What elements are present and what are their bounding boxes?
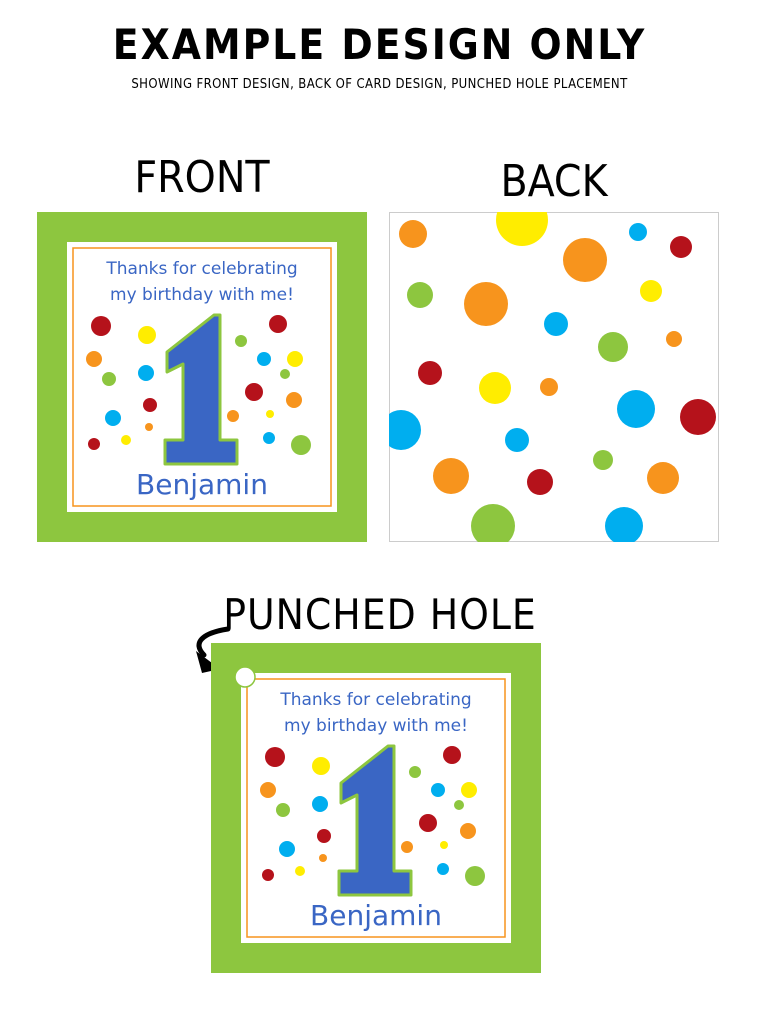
punched-hole-label: PUNCHED HOLE xyxy=(223,590,537,639)
card-inner-frame xyxy=(246,678,506,938)
page-subtitle: SHOWING FRONT DESIGN, BACK OF CARD DESIG… xyxy=(131,77,628,92)
message-line-2: my birthday with me! xyxy=(110,285,294,305)
child-name: Benjamin xyxy=(310,899,442,932)
punched-hole xyxy=(234,666,256,688)
confetti-dots xyxy=(86,315,311,455)
back-card-artwork xyxy=(389,212,719,542)
page-title: EXAMPLE DESIGN ONLY xyxy=(112,20,647,69)
back-card xyxy=(389,212,719,542)
punched-card-artwork: Thanks for celebrating my birthday with … xyxy=(211,643,541,973)
message-line-2: my birthday with me! xyxy=(284,716,468,736)
big-number-one xyxy=(163,313,239,466)
child-name: Benjamin xyxy=(136,468,268,501)
card-inner-frame xyxy=(72,247,332,507)
front-card: Thanks for celebrating my birthday with … xyxy=(37,212,367,542)
polka-dot-pattern xyxy=(389,212,716,542)
punched-card: Thanks for celebrating my birthday with … xyxy=(211,643,541,973)
big-number-one xyxy=(337,744,413,897)
front-label: FRONT xyxy=(134,152,270,203)
confetti-dots xyxy=(260,746,485,886)
front-card-artwork: Thanks for celebrating my birthday with … xyxy=(37,212,367,542)
back-label: BACK xyxy=(500,156,608,207)
message-line-1: Thanks for celebrating xyxy=(279,690,471,710)
message-line-1: Thanks for celebrating xyxy=(105,259,297,279)
